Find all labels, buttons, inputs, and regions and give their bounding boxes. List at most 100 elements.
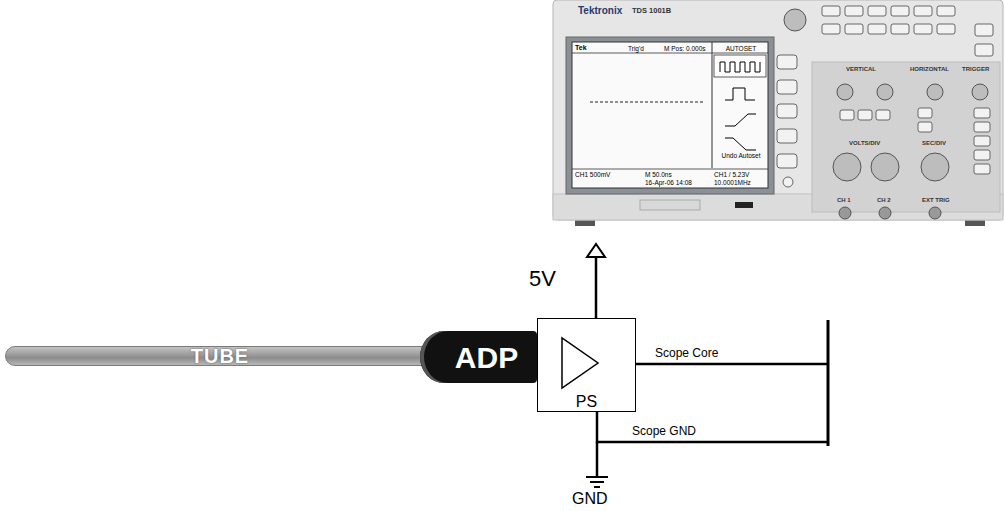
node-label: TUBE <box>191 345 249 367</box>
oscilloscope-knobs <box>837 84 853 100</box>
oscilloscope-body <box>553 0 1003 220</box>
oscilloscope-buttons <box>822 24 840 34</box>
oscilloscope-buttons <box>777 80 797 94</box>
amplifier-symbol <box>537 318 636 412</box>
oscilloscope-body <box>812 62 1000 212</box>
wires <box>597 320 828 477</box>
oscilloscope-buttons <box>868 24 886 34</box>
oscilloscope-buttons <box>974 150 990 160</box>
amplifier-symbol <box>537 318 636 412</box>
oscilloscope-screen <box>590 101 705 102</box>
connector-label: CH 1 <box>837 197 851 204</box>
wires <box>596 442 599 477</box>
wires <box>597 412 828 442</box>
oscilloscope-buttons <box>777 55 797 69</box>
oscilloscope-screen <box>725 88 755 100</box>
panel-heading: TRIGGER <box>962 66 989 73</box>
oscilloscope-buttons <box>974 108 990 118</box>
ground-symbol <box>586 476 608 478</box>
oscilloscope-buttons <box>937 6 955 16</box>
amplifier-box: PS <box>537 318 636 412</box>
oscilloscope-buttons <box>891 24 909 34</box>
screen-text: 16-Apr-06 14:08 <box>645 179 692 186</box>
oscilloscope-buttons <box>783 177 793 187</box>
ground-symbol <box>594 486 600 488</box>
node-label: ADP <box>455 341 518 374</box>
panel-label: VOLTS/DIV <box>849 140 880 147</box>
oscilloscope-knobs <box>972 84 988 100</box>
signal-name: Scope GND <box>632 425 696 438</box>
oscilloscope-screen <box>714 55 766 77</box>
oscilloscope-knobs <box>784 9 988 219</box>
oscilloscope-screen <box>720 62 760 72</box>
oscilloscope-buttons <box>876 110 890 120</box>
panel-heading: VERTICAL <box>846 66 876 73</box>
oscilloscope-body <box>640 200 700 210</box>
oscilloscope-buttons <box>975 44 993 56</box>
wires <box>636 363 828 366</box>
oscilloscope-screen <box>566 37 774 194</box>
oscilloscope-body <box>553 194 1003 220</box>
ground-symbol <box>586 477 608 487</box>
oscilloscope-buttons <box>975 24 993 36</box>
supply-symbol <box>587 244 605 318</box>
oscilloscope-buttons <box>845 24 863 34</box>
oscilloscope-screen <box>572 42 768 188</box>
screen-text: 10.0001MHz <box>714 179 751 186</box>
oscilloscope-knobs <box>839 207 851 219</box>
panel-label: SEC/DIV <box>922 140 946 147</box>
supply-symbol <box>587 244 605 257</box>
panel-heading: HORIZONTAL <box>910 66 949 73</box>
oscilloscope-screen <box>572 169 768 170</box>
oscilloscope-knobs <box>927 84 943 100</box>
brand-name: Tektronix <box>578 5 622 16</box>
supply-symbol <box>595 257 598 318</box>
oscilloscope-screen <box>725 114 756 126</box>
oscilloscope-buttons <box>822 6 840 16</box>
oscilloscope-buttons <box>858 110 872 120</box>
voltage-label: 5V <box>529 267 556 291</box>
oscilloscope-knobs <box>929 207 941 219</box>
oscilloscope-buttons <box>974 122 990 132</box>
oscilloscope-knobs <box>921 153 949 181</box>
tube-shape: TUBE <box>5 346 435 366</box>
screen-text: M Pos: 0.000s <box>664 45 706 52</box>
oscilloscope-buttons <box>891 6 909 16</box>
oscilloscope-buttons <box>918 122 932 132</box>
adapter-shape: ADP <box>420 331 537 383</box>
node-label: PS <box>576 393 597 411</box>
ground-symbol <box>590 481 604 483</box>
oscilloscope-screen <box>712 42 713 168</box>
oscilloscope-buttons <box>937 24 955 34</box>
oscilloscope-buttons <box>914 6 932 16</box>
oscilloscope-screen <box>725 138 756 150</box>
signal-name: Scope Core <box>655 347 718 360</box>
oscilloscope-buttons <box>840 110 854 120</box>
oscilloscope-buttons <box>918 108 932 118</box>
oscilloscope-buttons <box>845 6 863 16</box>
oscilloscope-buttons <box>777 129 797 143</box>
oscilloscope-knobs <box>871 153 899 181</box>
connector-label: CH 2 <box>877 197 891 204</box>
oscilloscope-knobs <box>879 207 891 219</box>
oscilloscope-knobs <box>877 84 893 100</box>
screen-text: Trig'd <box>628 45 644 52</box>
oscilloscope-screen <box>566 37 774 194</box>
oscilloscope-knobs <box>784 9 806 31</box>
model-name: TDS 1001B <box>632 7 671 15</box>
screen-text: CH1 500mV <box>575 171 610 178</box>
oscilloscope-buttons <box>914 24 932 34</box>
oscilloscope-buttons <box>974 136 990 146</box>
screen-menu-text: Undo Autoset <box>714 152 768 159</box>
oscilloscope-body <box>735 202 753 208</box>
screen-text: CH1 / 5.23V <box>714 171 749 178</box>
screen-text: Tek <box>575 44 587 52</box>
wires <box>827 320 830 446</box>
oscilloscope-buttons <box>777 154 797 168</box>
oscilloscope-knobs <box>833 153 861 181</box>
oscilloscope-screen <box>572 53 768 54</box>
oscilloscope-buttons <box>777 6 993 187</box>
screen-menu-text: AUTOSET <box>714 45 768 52</box>
